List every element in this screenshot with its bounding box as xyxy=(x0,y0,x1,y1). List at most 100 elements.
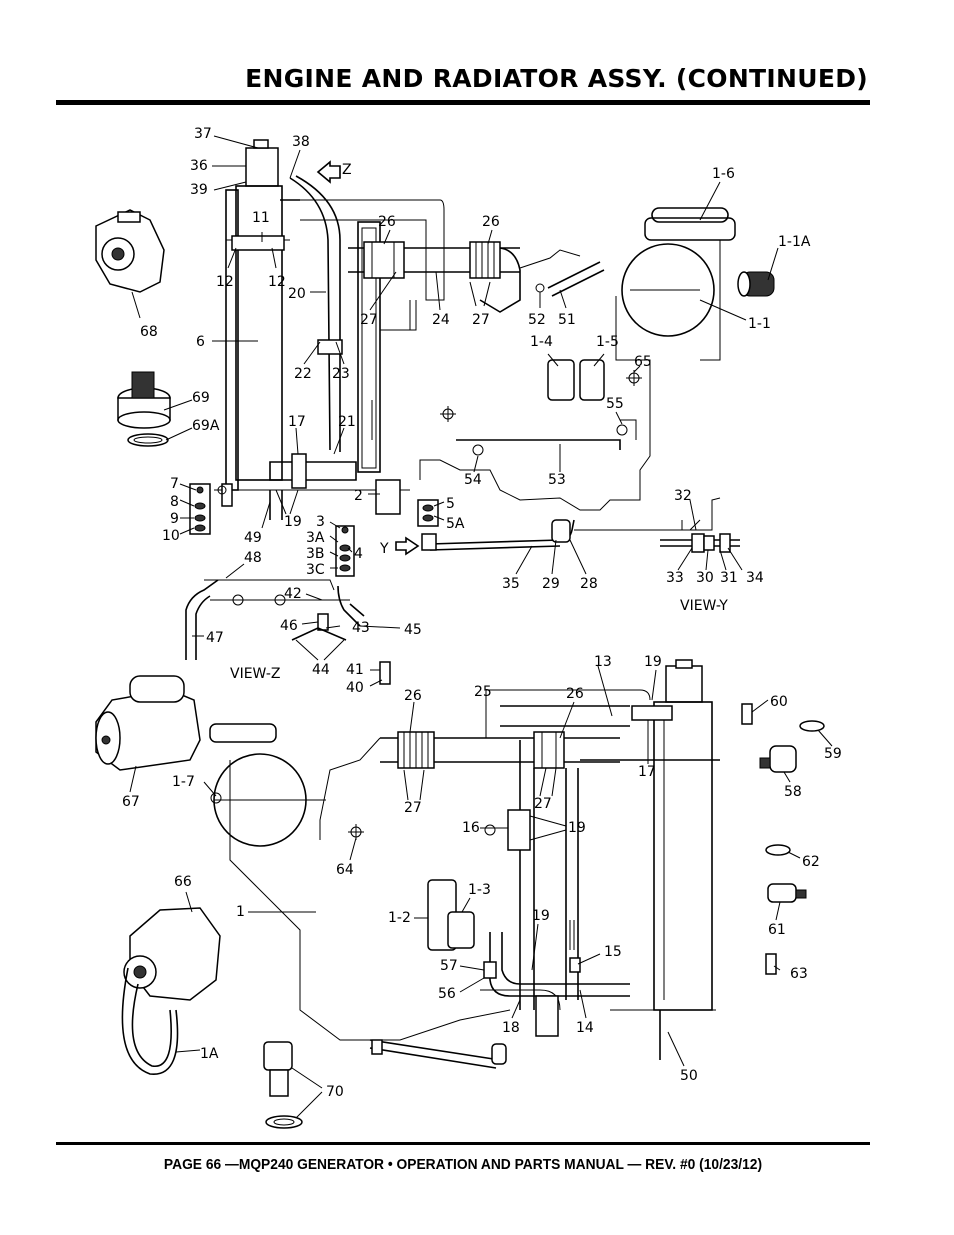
callout-19-b: 19 xyxy=(644,654,662,670)
part-callouts: Z Y VIEW-Y VIEW-Z 37 38 36 39 1-6 11 26 … xyxy=(122,126,842,1100)
callout-20: 20 xyxy=(288,286,306,302)
callout-6: 6 xyxy=(196,334,205,350)
callout-63: 63 xyxy=(790,966,808,982)
callout-60: 60 xyxy=(770,694,788,710)
arrow-y xyxy=(395,536,420,556)
callout-69: 69 xyxy=(192,390,210,406)
callout-64: 64 xyxy=(336,862,354,878)
title-rule xyxy=(56,100,870,105)
view-y-detail xyxy=(660,497,740,553)
callout-15: 15 xyxy=(604,944,622,960)
callout-27-c: 27 xyxy=(404,800,422,816)
callout-69a: 69A xyxy=(192,418,220,434)
callout-54: 54 xyxy=(464,472,482,488)
callout-67: 67 xyxy=(122,794,140,810)
callout-14: 14 xyxy=(576,1020,594,1036)
callout-27-d: 27 xyxy=(534,796,552,812)
callout-17-a: 17 xyxy=(288,414,306,430)
callout-53: 53 xyxy=(548,472,566,488)
callout-4: 4 xyxy=(354,546,363,562)
callout-52: 52 xyxy=(528,312,546,328)
callout-37: 37 xyxy=(194,126,212,142)
callout-61: 61 xyxy=(768,922,786,938)
callout-33: 33 xyxy=(666,570,684,586)
callout-31: 31 xyxy=(720,570,738,586)
callout-18: 18 xyxy=(502,1020,520,1036)
callout-19-c: 19 xyxy=(568,820,586,836)
callout-27-b: 27 xyxy=(472,312,490,328)
alternator-part-66 xyxy=(121,907,221,1075)
callout-32: 32 xyxy=(674,488,692,504)
callout-19-a: 19 xyxy=(284,514,302,530)
callout-26-d: 26 xyxy=(566,686,584,702)
callout-27-a: 27 xyxy=(360,312,378,328)
callout-58: 58 xyxy=(784,784,802,800)
callout-24: 24 xyxy=(432,312,450,328)
callout-40: 40 xyxy=(346,680,364,696)
callout-44: 44 xyxy=(312,662,330,678)
callout-1a: 1A xyxy=(200,1046,219,1062)
callout-62: 62 xyxy=(802,854,820,870)
callout-66: 66 xyxy=(174,874,192,890)
callout-1-1a: 1-1A xyxy=(778,234,811,250)
thermostat-parts-69 xyxy=(117,371,171,447)
callout-45: 45 xyxy=(404,622,422,638)
callout-13: 13 xyxy=(594,654,612,670)
bolt-markers xyxy=(210,283,642,840)
lower-pipe-assembly xyxy=(483,920,630,1037)
bracket-50 xyxy=(610,1009,716,1060)
callout-48: 48 xyxy=(244,550,262,566)
callout-1-5: 1-5 xyxy=(596,334,619,350)
callout-23: 23 xyxy=(332,366,350,382)
callout-21: 21 xyxy=(338,414,356,430)
callout-10: 10 xyxy=(162,528,180,544)
callout-29: 29 xyxy=(542,576,560,592)
callout-36: 36 xyxy=(190,158,208,174)
engine-outline-upper xyxy=(400,296,651,511)
callout-50: 50 xyxy=(680,1068,698,1084)
callout-7: 7 xyxy=(170,476,179,492)
drain-cock-stack-3 xyxy=(335,525,355,577)
callout-56: 56 xyxy=(438,986,456,1002)
arrow-label-y: Y xyxy=(379,541,389,557)
upper-hose-assembly xyxy=(348,241,605,331)
callout-28: 28 xyxy=(580,576,598,592)
callout-5a: 5A xyxy=(446,516,465,532)
callout-1-6: 1-6 xyxy=(712,166,735,182)
callout-34: 34 xyxy=(746,570,764,586)
arrow-label-z: Z xyxy=(342,162,352,178)
air-cleaner-assembly xyxy=(621,207,775,361)
callout-17-b: 17 xyxy=(638,764,656,780)
lower-hose-assembly xyxy=(380,731,620,1010)
callout-1-2: 1-2 xyxy=(388,910,411,926)
sensor-part-70 xyxy=(263,1041,303,1129)
view-y-label: VIEW-Y xyxy=(680,598,728,614)
callout-12-a: 12 xyxy=(216,274,234,290)
callout-1-7: 1-7 xyxy=(172,774,195,790)
callout-3b: 3B xyxy=(306,546,325,562)
callout-57: 57 xyxy=(440,958,458,974)
callout-3a: 3A xyxy=(306,530,325,546)
callout-49: 49 xyxy=(244,530,262,546)
callout-46: 46 xyxy=(280,618,298,634)
page-title: ENGINE AND RADIATOR ASSY. (CONTINUED) xyxy=(245,64,868,93)
radiator-assembly xyxy=(214,139,445,491)
callout-12-b: 12 xyxy=(268,274,286,290)
callout-55: 55 xyxy=(606,396,624,412)
callout-16: 16 xyxy=(462,820,480,836)
view-z-label: VIEW-Z xyxy=(230,666,280,682)
page-footer: PAGE 66 —MQP240 GENERATOR • OPERATION AN… xyxy=(163,1156,763,1173)
small-parts-58-63 xyxy=(741,703,825,975)
callout-1-1: 1-1 xyxy=(748,316,771,332)
water-pump-part-68 xyxy=(95,209,165,293)
footer-rule xyxy=(56,1142,870,1145)
callout-19-d: 19 xyxy=(532,908,550,924)
callout-26-b: 26 xyxy=(482,214,500,230)
callout-22: 22 xyxy=(294,366,312,382)
callout-70: 70 xyxy=(326,1084,344,1100)
callout-42: 42 xyxy=(284,586,302,602)
callout-11: 11 xyxy=(252,210,270,226)
callout-3: 3 xyxy=(316,514,325,530)
bolt-stack-7-10 xyxy=(189,483,283,535)
